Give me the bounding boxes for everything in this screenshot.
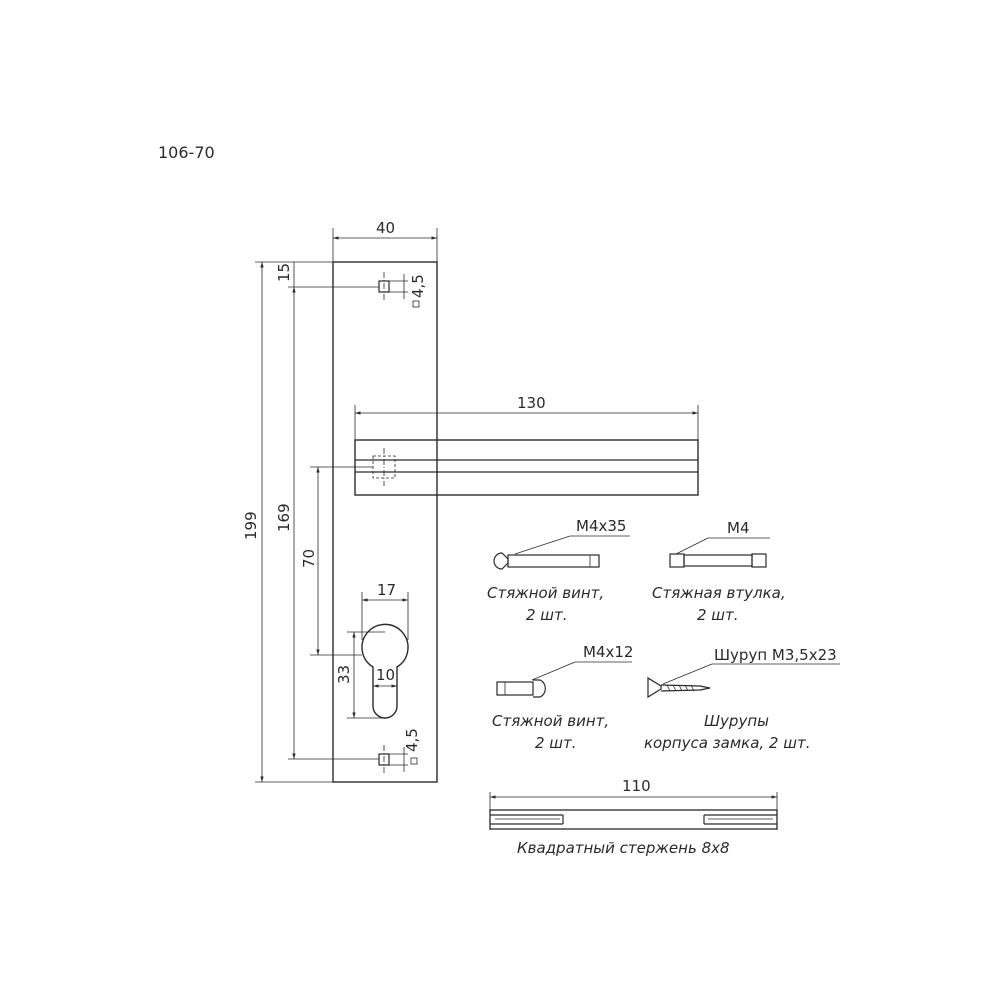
svg-text:70: 70 [300,549,318,568]
dim-plate-width: 40 [332,219,438,262]
dim-top-offset: 15 [275,262,295,287]
svg-text:Стяжной винт,: Стяжной винт, [492,712,609,730]
part-screw-short: М4х12 Стяжной винт, 2 шт. [492,643,633,752]
dim-cylinder-neck: 10 [373,666,397,688]
part-sleeve: М4 Стяжная втулка, 2 шт. [652,519,786,624]
svg-text:199: 199 [242,511,260,540]
svg-text:17: 17 [377,581,396,599]
dim-hole-bottom: 4,5 [389,728,421,772]
part-screw-long: М4х35 Стяжной винт, 2 шт. [487,517,630,624]
svg-text:М4х12: М4х12 [583,643,633,661]
svg-text:2 шт.: 2 шт. [526,606,568,624]
svg-text:33: 33 [335,665,353,684]
svg-text:40: 40 [376,219,395,237]
svg-text:2 шт.: 2 шт. [697,606,739,624]
svg-text:Стяжной винт,: Стяжной винт, [487,584,604,602]
dim-holes-spacing: 169 [275,286,379,760]
svg-text:130: 130 [517,394,546,412]
svg-text:4,5: 4,5 [409,274,427,298]
escutcheon-plate [332,261,438,783]
dim-cylinder-height: 33 [335,631,385,719]
svg-text:110: 110 [622,777,651,795]
svg-text:15: 15 [275,263,293,282]
svg-text:Шуруп М3,5х23: Шуруп М3,5х23 [714,646,837,664]
svg-text:корпуса замка, 2 шт.: корпуса замка, 2 шт. [644,734,810,752]
dim-hole-top: 4,5 [389,274,427,308]
svg-text:М4: М4 [727,519,750,537]
dim-handle-to-cylinder: 70 [300,466,373,656]
svg-text:М4х35: М4х35 [576,517,626,535]
part-wood-screw: Шуруп М3,5х23 Шурупы корпуса замка, 2 шт… [644,646,840,752]
dim-handle-length: 130 [354,394,699,440]
svg-text:10: 10 [376,666,395,684]
svg-text:Стяжная втулка,: Стяжная втулка, [652,584,786,602]
svg-text:169: 169 [275,503,293,532]
svg-text:2 шт.: 2 шт. [535,734,577,752]
lever-handle [354,439,699,496]
dim-cylinder-width: 17 [361,581,409,640]
part-spindle: 110 Квадратный стержень 8х8 [489,777,778,857]
model-code: 106-70 [158,143,215,162]
svg-text:4,5: 4,5 [403,728,421,752]
svg-text:Квадратный стержень 8х8: Квадратный стержень 8х8 [517,839,730,857]
svg-text:Шурупы: Шурупы [704,712,769,730]
